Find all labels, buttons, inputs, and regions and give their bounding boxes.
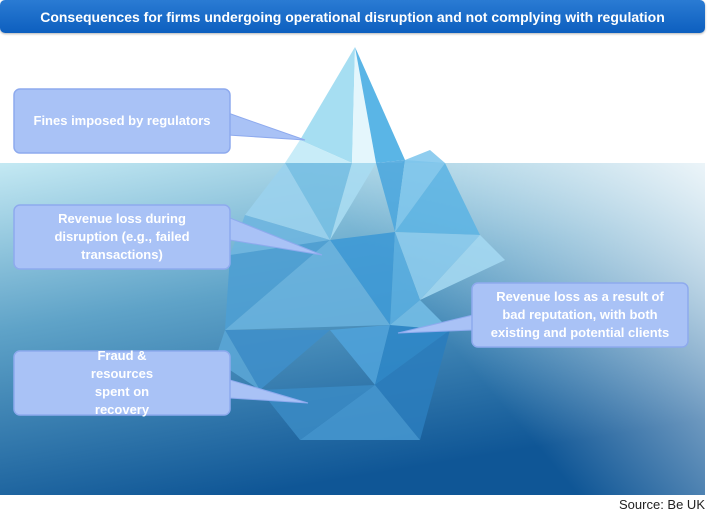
callout-box-fines (13, 88, 231, 154)
iceberg-scene (0, 47, 705, 495)
callout-fraud: Fraud & resources spent on recovery (90, 348, 154, 417)
callout-box-fraud (13, 350, 231, 416)
callout-box-reputation (471, 282, 689, 348)
page-title: Consequences for firms undergoing operat… (0, 0, 705, 33)
callout-fines: Fines imposed by regulators (33, 113, 211, 128)
iceberg-body (215, 160, 505, 440)
callout-reputation: Revenue loss as a result of bad reputati… (490, 289, 670, 340)
iceberg-tip (285, 47, 445, 163)
source-note: Source: Be UK (619, 497, 705, 512)
callout-pointer-fines (227, 112, 306, 141)
callout-box-revenue-disruption (13, 204, 231, 270)
callout-revenue-disruption: Revenue loss during disruption (e.g., fa… (54, 211, 190, 262)
